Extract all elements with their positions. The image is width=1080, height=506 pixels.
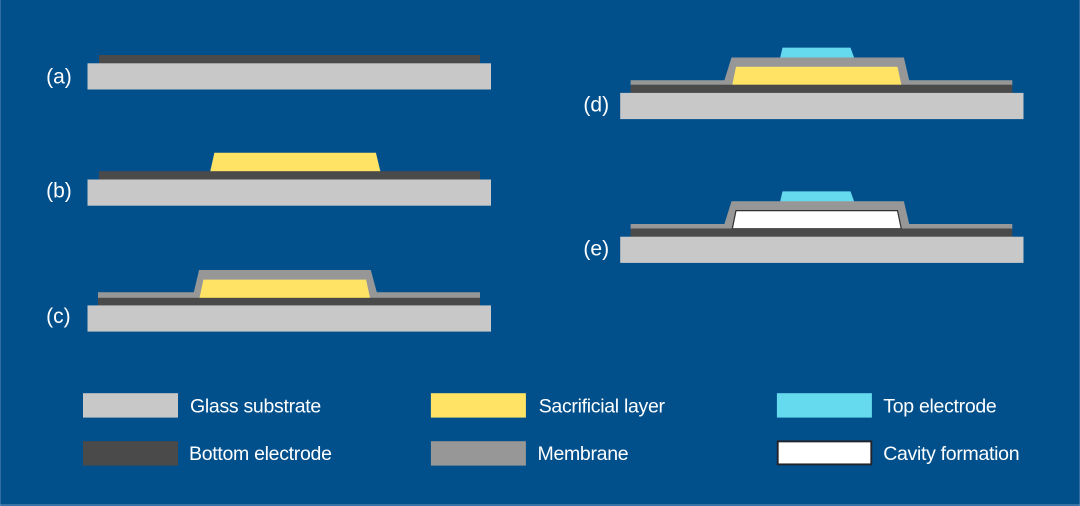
svg-text:Bottom electrode: Bottom electrode bbox=[189, 443, 332, 465]
svg-text:Glass substrate: Glass substrate bbox=[190, 396, 321, 418]
svg-text:(e): (e) bbox=[583, 238, 609, 261]
svg-text:Membrane: Membrane bbox=[538, 443, 629, 465]
svg-text:Top electrode: Top electrode bbox=[883, 396, 996, 418]
svg-text:(a): (a) bbox=[46, 65, 72, 88]
svg-text:(c): (c) bbox=[46, 305, 71, 328]
svg-text:(b): (b) bbox=[46, 180, 72, 203]
svg-text:Sacrificial layer: Sacrificial layer bbox=[539, 396, 666, 418]
svg-text:Cavity formation: Cavity formation bbox=[883, 443, 1019, 465]
svg-text:(d): (d) bbox=[583, 93, 609, 116]
